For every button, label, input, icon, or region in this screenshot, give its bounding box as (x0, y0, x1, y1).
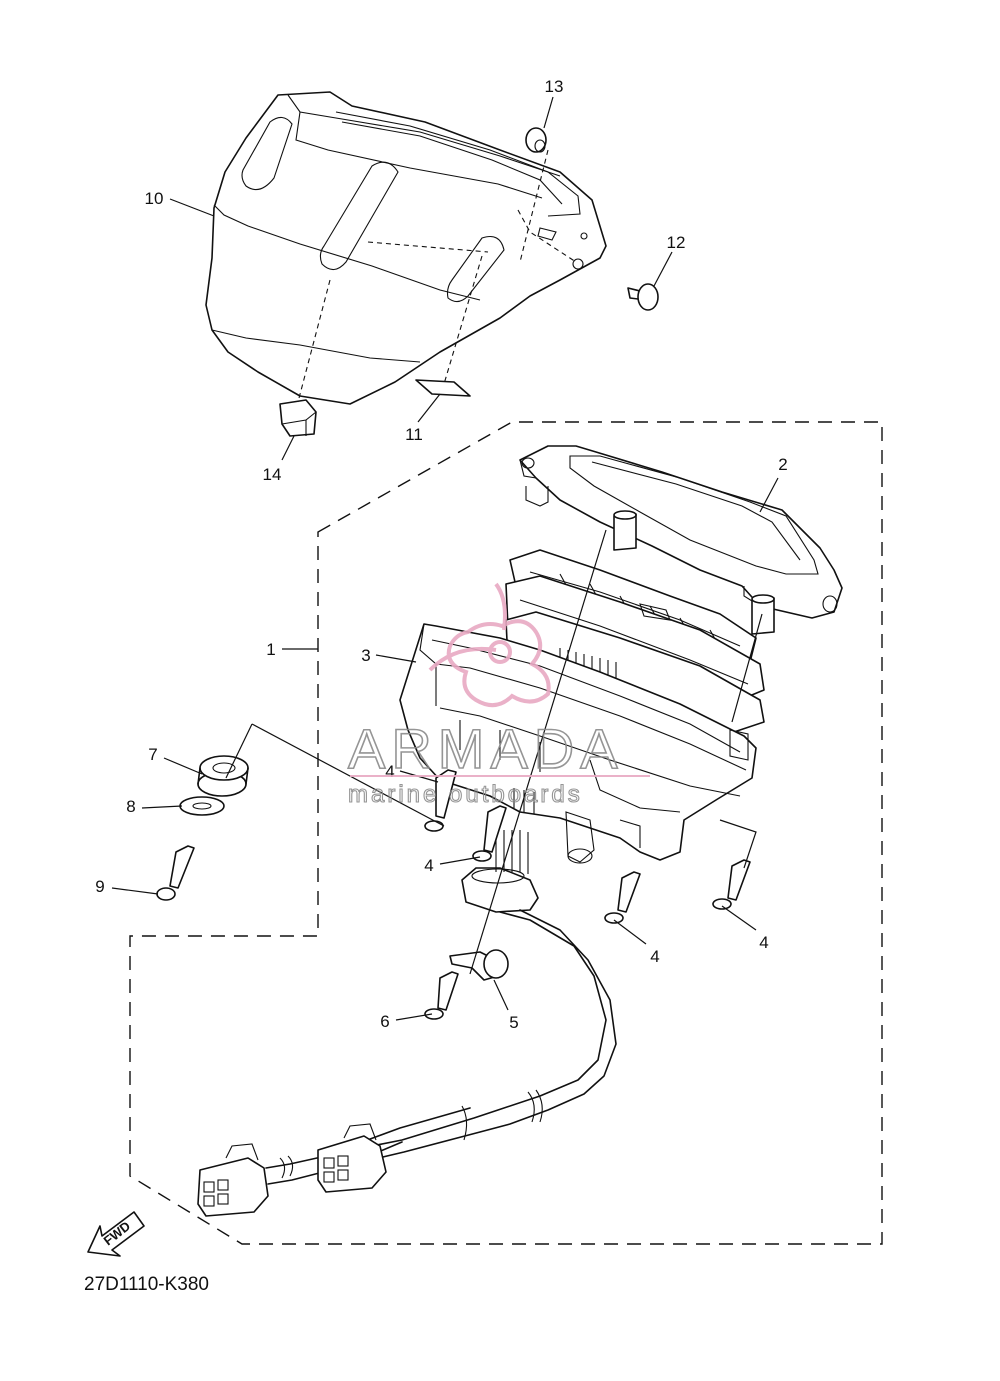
circuit-board-layers (505, 549, 765, 738)
callout-7: 7 (148, 745, 157, 764)
callouts: 1 2 3 4 4 4 4 5 6 7 8 9 10 (95, 77, 787, 1032)
callout-8: 8 (126, 797, 135, 816)
assembly-boundary (129, 421, 883, 1245)
watermark-brand: ARMADA (348, 717, 624, 780)
callout-4c: 4 (650, 947, 659, 966)
connector-right (317, 1123, 387, 1193)
callout-11: 11 (405, 425, 423, 444)
callout-2: 2 (778, 455, 787, 474)
damper-part-7 (197, 755, 249, 797)
callout-4d: 4 (759, 933, 768, 952)
callout-4a: 4 (385, 762, 394, 781)
callout-9: 9 (95, 877, 104, 896)
alignment-line (719, 819, 757, 869)
watermark-tagline: marine outboards (348, 781, 583, 808)
screw-part-6 (424, 971, 459, 1020)
leader-dotted (519, 149, 549, 263)
grommet-part-13 (525, 127, 547, 153)
callout-4b: 4 (424, 856, 433, 875)
screw-part-4-c (604, 871, 641, 924)
callout-3: 3 (361, 646, 370, 665)
alignment-line (225, 723, 253, 779)
callout-14: 14 (263, 465, 282, 484)
callout-6: 6 (380, 1012, 389, 1031)
callout-1: 1 (266, 640, 275, 659)
screw-part-4-d (712, 859, 751, 910)
screw-part-4-b (472, 805, 507, 862)
leader-dotted (443, 255, 483, 385)
alignment-line (731, 613, 763, 723)
callout-12: 12 (667, 233, 686, 252)
fwd-arrow-icon: FWD (87, 1211, 145, 1257)
watermark-emblem (428, 582, 551, 708)
alignment-line (469, 529, 607, 975)
callout-5: 5 (509, 1013, 518, 1032)
bolt-part-9 (156, 845, 195, 901)
leader-dotted (297, 279, 331, 403)
washer-part-8 (179, 796, 225, 816)
callout-10: 10 (145, 189, 164, 208)
nut-part-14 (279, 399, 317, 437)
diagram-code: 27D1110-K380 (84, 1274, 209, 1295)
clamp-part-5 (449, 949, 509, 981)
watermark: ARMADA marine outboards (347, 582, 650, 809)
pad-part-11 (415, 379, 471, 397)
alignment-line (251, 723, 445, 827)
screw-part-12 (627, 283, 659, 311)
wire-harness (265, 830, 617, 1185)
callout-13: 13 (545, 77, 564, 96)
mount-posts (613, 510, 775, 635)
connector-left (197, 1143, 269, 1217)
lens-frame-part-2 (519, 445, 843, 619)
meter-cover-part-10 (205, 91, 607, 405)
